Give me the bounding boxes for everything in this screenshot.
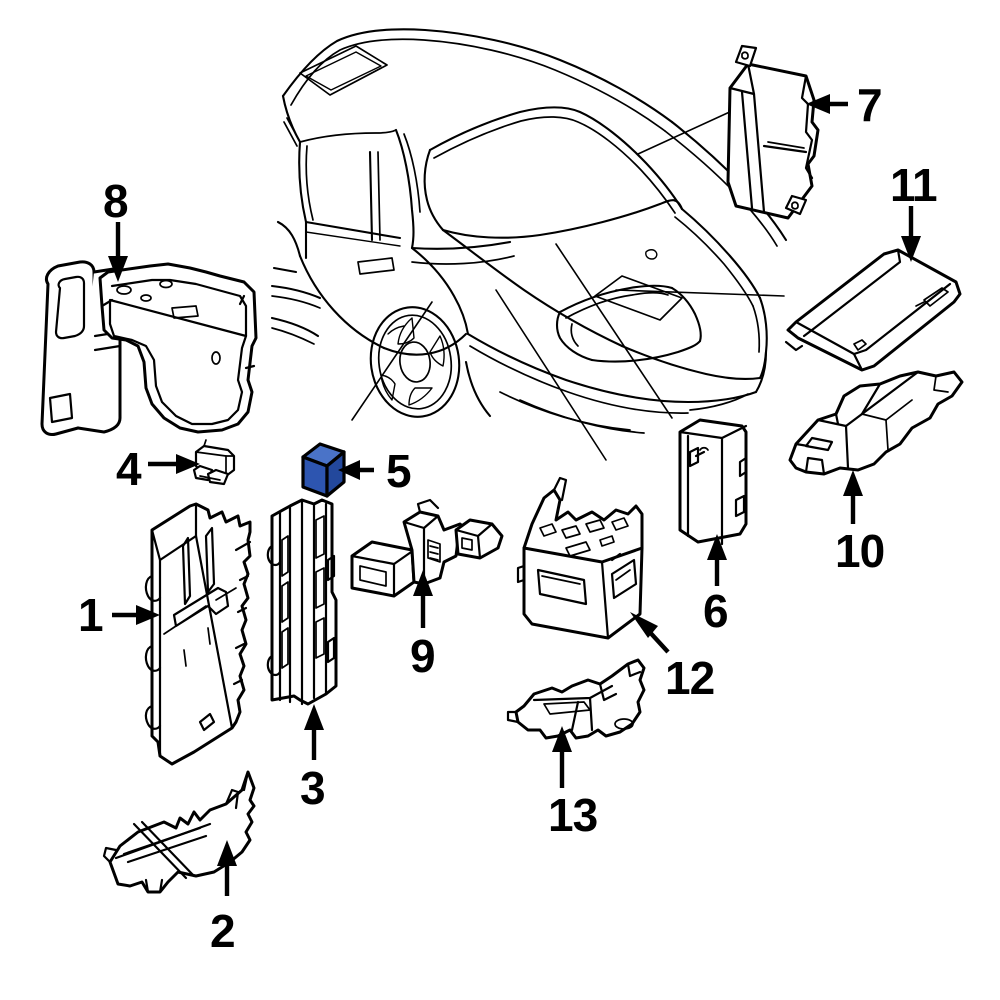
arrow-to-part-7 bbox=[806, 94, 848, 114]
vehicle-illustration bbox=[270, 28, 788, 461]
callout-number-7[interactable]: 7 bbox=[857, 79, 883, 131]
callout-number-1[interactable]: 1 bbox=[78, 589, 104, 641]
part-9-connector-housing[interactable] bbox=[350, 498, 504, 598]
part-10-trunk-trim-support[interactable] bbox=[788, 370, 964, 476]
arrow-to-part-12 bbox=[630, 612, 670, 654]
callout-number-10[interactable]: 10 bbox=[835, 525, 885, 577]
callout-number-9[interactable]: 9 bbox=[410, 630, 436, 682]
callout-number-8[interactable]: 8 bbox=[103, 175, 129, 227]
part-5-relay-highlighted[interactable] bbox=[301, 442, 346, 498]
arrow-to-part-13 bbox=[552, 726, 572, 788]
part-3-relay-carrier-strip[interactable] bbox=[266, 498, 338, 706]
arrow-to-part-10 bbox=[843, 470, 863, 524]
callout-number-2[interactable]: 2 bbox=[210, 905, 236, 957]
callout-number-11[interactable]: 11 bbox=[890, 159, 938, 211]
callout-arrows bbox=[108, 94, 921, 896]
callout-number-5[interactable]: 5 bbox=[386, 445, 412, 497]
leader-lines bbox=[351, 109, 785, 461]
arrow-to-part-11 bbox=[901, 206, 921, 262]
part-2-lower-mounting-bracket[interactable] bbox=[102, 770, 256, 894]
arrow-to-part-2 bbox=[217, 840, 237, 896]
arrow-to-part-5 bbox=[338, 460, 374, 480]
part-7-rear-control-module[interactable] bbox=[726, 44, 820, 220]
callout-number-12[interactable]: 12 bbox=[665, 652, 715, 704]
arrow-to-part-6 bbox=[707, 534, 727, 586]
arrow-to-part-4 bbox=[148, 454, 200, 474]
callout-number-3[interactable]: 3 bbox=[300, 762, 326, 814]
part-13-small-retainer-bracket[interactable] bbox=[506, 658, 646, 740]
part-8-module-mounting-bracket[interactable] bbox=[40, 260, 258, 436]
part-4-retaining-clip[interactable] bbox=[192, 439, 236, 486]
part-1-fuse-box-relay-panel[interactable] bbox=[144, 502, 252, 766]
callout-number-13[interactable]: 13 bbox=[548, 789, 598, 841]
part-12-junction-box-housing[interactable] bbox=[516, 476, 644, 640]
callout-number-6[interactable]: 6 bbox=[703, 585, 729, 637]
arrow-to-part-3 bbox=[304, 704, 324, 760]
arrow-to-part-1 bbox=[112, 605, 160, 625]
arrow-to-part-8 bbox=[108, 222, 128, 282]
callout-number-4[interactable]: 4 bbox=[116, 443, 142, 495]
part-11-trim-cover-panel[interactable] bbox=[784, 248, 962, 372]
arrow-to-part-9 bbox=[413, 570, 433, 628]
part-6-control-module-flat[interactable] bbox=[678, 418, 748, 546]
